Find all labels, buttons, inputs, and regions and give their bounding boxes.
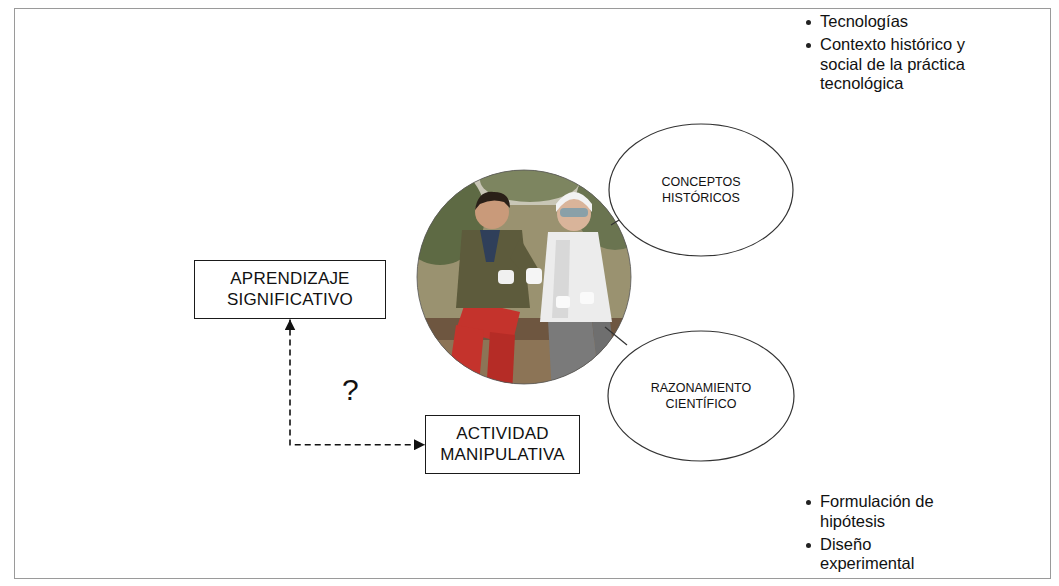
concept-ellipse: CONCEPTOS HISTÓRICOS <box>608 123 794 257</box>
node-text: RAZONAMIENTO CIENTÍFICO <box>640 380 762 413</box>
bullet-text: Diseño experimental <box>820 535 956 575</box>
bullet-text: Tecnologías <box>820 12 1006 32</box>
bullet-item: Formulación de hipótesis <box>806 492 956 532</box>
ellipse-outline <box>608 123 794 257</box>
concept-box: APRENDIZAJE SIGNIFICATIVO <box>194 260 386 319</box>
bullet-item: Tecnologías <box>806 12 1006 32</box>
frame-border <box>15 9 1051 579</box>
concept-box: ACTIVIDAD MANIPULATIVA <box>425 415 580 474</box>
concept-ellipse: RAZONAMIENTO CIENTÍFICO <box>607 330 795 462</box>
bullet-dot <box>806 43 811 48</box>
bullet-text: Formulación de hipótesis <box>820 492 956 532</box>
bullet-text: Contexto histórico y social de la prácti… <box>820 35 1006 94</box>
bullet-item: Diseño experimental <box>806 535 956 575</box>
node-text: CONCEPTOS HISTÓRICOS <box>640 174 762 207</box>
bullet-dot <box>806 543 811 548</box>
dashed-connector <box>290 319 425 444</box>
question-mark: ? <box>342 375 359 405</box>
node-text: ACTIVIDAD MANIPULATIVA <box>436 424 569 465</box>
node-text: APRENDIZAJE SIGNIFICATIVO <box>205 269 375 310</box>
leader-line <box>605 327 627 345</box>
photo-circle <box>417 170 631 384</box>
ellipse-outline <box>607 330 795 462</box>
bullet-item: Contexto histórico y social de la prácti… <box>806 35 1006 94</box>
bullet-dot <box>806 20 811 25</box>
bullet-dot <box>806 500 811 505</box>
